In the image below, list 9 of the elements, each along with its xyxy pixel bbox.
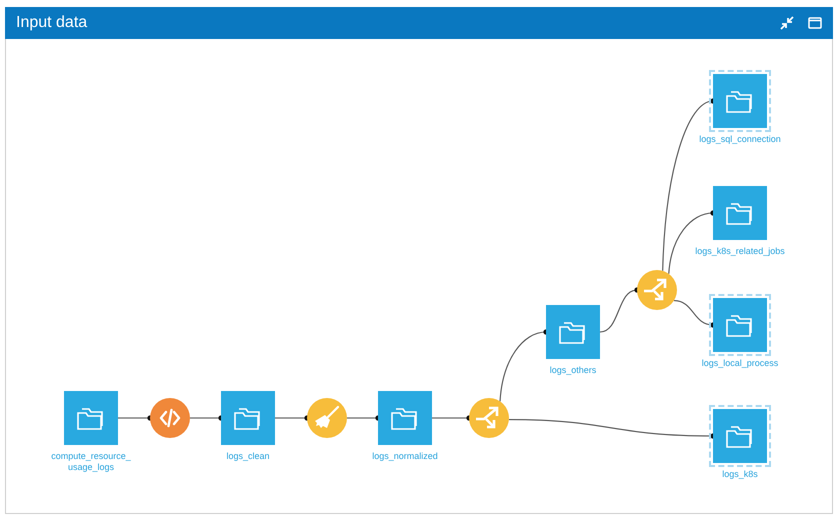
dataset-label: logs_sql_connection <box>698 134 782 145</box>
panel-title: Input data <box>16 13 88 33</box>
dataset-label: logs_k8s <box>721 469 759 480</box>
dataset-label: logs_normalized <box>371 451 439 462</box>
dataset-label: logs_local_process <box>700 358 780 369</box>
dataset-label: compute_resource_ usage_logs <box>50 451 132 473</box>
dataset-label: logs_k8s_related_jobs <box>694 246 786 257</box>
dataset-label: logs_others <box>548 365 598 376</box>
dataset-label: logs_clean <box>225 451 271 462</box>
